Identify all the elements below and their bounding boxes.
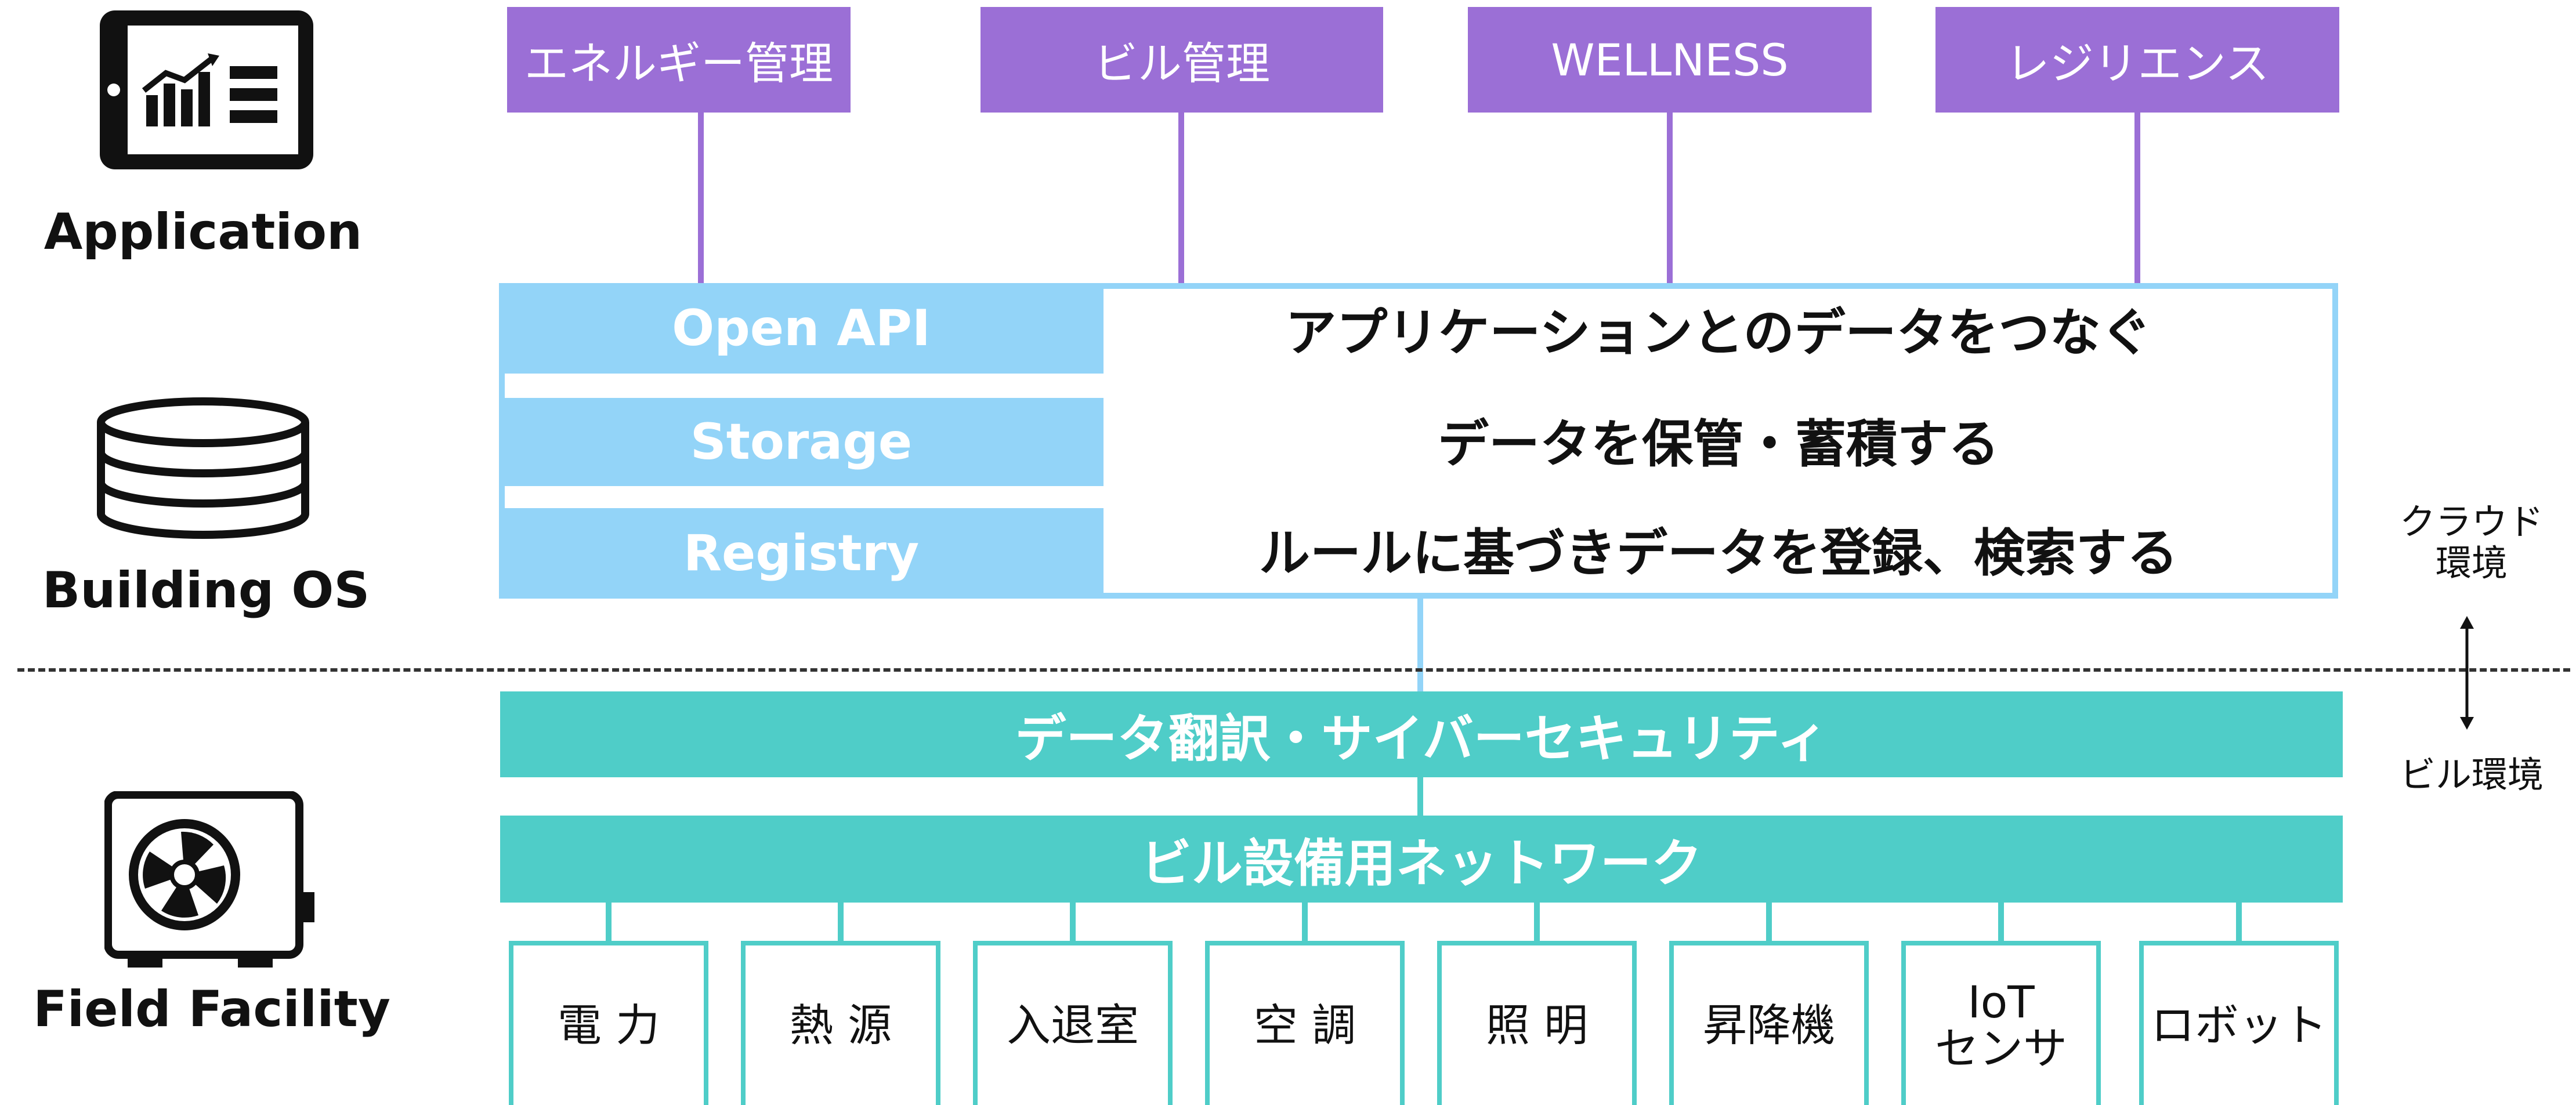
connector-device	[1766, 903, 1772, 941]
connector-device	[2236, 903, 2242, 941]
device-lighting: 照 明	[1437, 941, 1637, 1105]
app-energy-management: エネルギー管理	[507, 7, 851, 113]
device-power: 電 力	[509, 941, 708, 1105]
connector-device	[606, 903, 612, 941]
cloud-building-boundary	[17, 668, 2570, 672]
device-access-control: 入退室	[973, 941, 1173, 1105]
os-storage-description: データを保管・蓄積する	[1437, 414, 1999, 474]
tablet-chart-icon	[97, 8, 316, 172]
os-registry-description: ルールに基づきデータを登録、検索する	[1258, 523, 2178, 583]
os-open-api: Open API	[499, 283, 1104, 374]
layer-label-field-facility: Field Facility	[33, 980, 390, 1038]
building-network-bar: ビル設備用ネットワーク	[500, 816, 2343, 903]
data-translation-security-bar: データ翻訳・サイバーセキュリティ	[500, 691, 2343, 777]
device-robot: ロボット	[2139, 941, 2339, 1105]
os-registry: Registry	[499, 508, 1104, 599]
connector-device	[1998, 903, 2004, 941]
connector-device	[838, 903, 844, 941]
os-open-api-description: アプリケーションとのデータをつなぐ	[1285, 302, 2152, 363]
device-air-conditioning: 空 調	[1205, 941, 1405, 1105]
connector-device	[1302, 903, 1308, 941]
label-building-environment: ビル環境	[2399, 753, 2544, 796]
double-arrow-icon	[2455, 616, 2479, 730]
layer-label-application: Application	[44, 203, 363, 261]
connector-device	[1070, 903, 1076, 941]
app-resilience: レジリエンス	[1935, 7, 2339, 113]
connector-energy	[698, 113, 704, 284]
device-heat-source: 熱 源	[741, 941, 940, 1105]
connector-translation-network	[1417, 777, 1423, 817]
connector-building	[1178, 113, 1184, 284]
connector-wellness	[1667, 113, 1673, 284]
connector-device	[1534, 903, 1540, 941]
connector-resilience	[2134, 113, 2140, 284]
label-cloud-environment: クラウド 環境	[2399, 501, 2544, 585]
os-storage: Storage	[499, 398, 1104, 486]
device-elevator: 昇降機	[1669, 941, 1869, 1105]
air-conditioner-unit-icon	[104, 791, 319, 970]
app-wellness: WELLNESS	[1468, 7, 1872, 113]
app-building-management: ビル管理	[981, 7, 1383, 113]
device-iot-sensor: IoT センサ	[1901, 941, 2101, 1105]
layer-label-building-os: Building OS	[42, 561, 370, 619]
connector-os-to-field	[1417, 599, 1423, 691]
database-icon	[93, 396, 313, 541]
